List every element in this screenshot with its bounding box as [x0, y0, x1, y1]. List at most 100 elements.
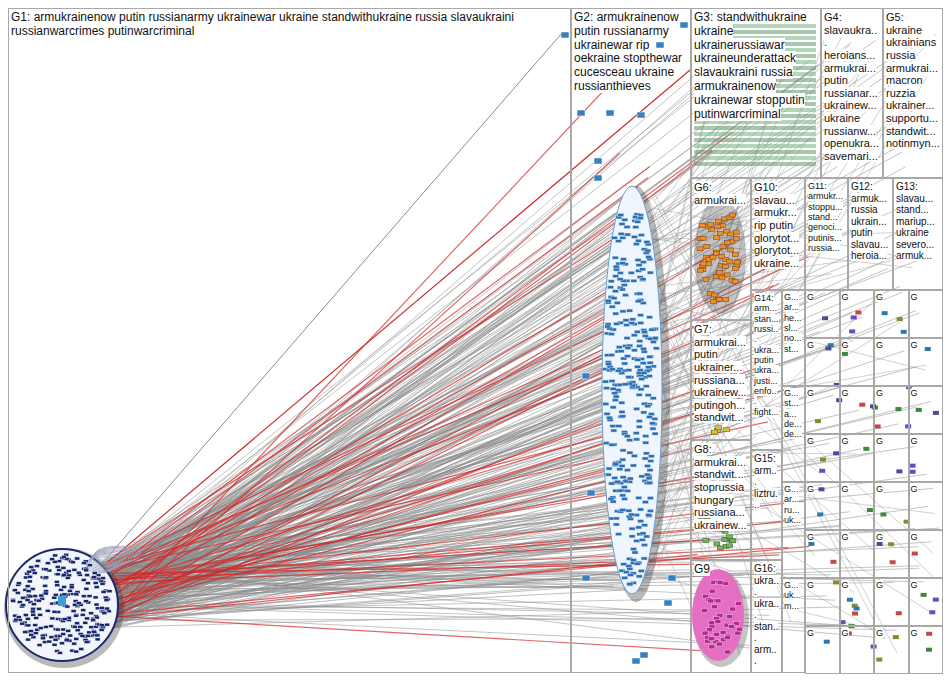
- vertex: [847, 598, 853, 602]
- vertex: [702, 631, 708, 635]
- group-label: G: [842, 580, 849, 590]
- vertex: [723, 265, 729, 269]
- edge-line: [113, 212, 831, 588]
- vertex: [67, 589, 72, 592]
- vertex: [105, 623, 110, 626]
- vertex: [38, 613, 43, 616]
- group-label: G... uk... m...: [784, 580, 801, 611]
- vertex: [643, 385, 649, 388]
- vertex: [719, 276, 725, 280]
- group-box: G: [874, 434, 909, 482]
- vertex: [640, 347, 646, 350]
- vertex: [650, 340, 656, 343]
- vertex: [52, 596, 57, 599]
- edge-line: [113, 263, 776, 612]
- vertex: [66, 570, 71, 573]
- vertex: [70, 561, 75, 564]
- vertex: [647, 509, 653, 512]
- group-box: G: [840, 578, 875, 626]
- edge-line: [113, 616, 700, 651]
- vertex: [72, 625, 77, 628]
- edge-line: [108, 70, 690, 562]
- vertex: [619, 401, 625, 404]
- vertex: [618, 232, 624, 235]
- vertex: [645, 366, 651, 369]
- vertex: [26, 624, 31, 627]
- vertex: [610, 425, 616, 428]
- vertex: [101, 590, 106, 593]
- vertex: [653, 347, 659, 350]
- vertex: [633, 243, 639, 246]
- vertex: [613, 395, 619, 398]
- vertex: [617, 489, 623, 492]
- vertex: [104, 599, 109, 602]
- vertex: [609, 380, 615, 383]
- vertex: [602, 380, 608, 383]
- vertex: [647, 361, 653, 364]
- vertex: [627, 567, 633, 570]
- vertex: [69, 586, 74, 589]
- vertex: [603, 442, 609, 445]
- vertex: [724, 428, 730, 432]
- vertex: [612, 256, 618, 259]
- vertex: [102, 612, 107, 615]
- vertex: [641, 350, 647, 353]
- vertex: [26, 638, 31, 641]
- group-box: G10: slavau... armukr... rip putin glory…: [751, 178, 805, 290]
- vertex: [646, 477, 652, 480]
- vertex: [632, 551, 638, 554]
- vertex: [622, 576, 628, 579]
- vertex: [716, 297, 722, 301]
- vertex: [726, 259, 732, 263]
- vertex: [104, 607, 109, 610]
- vertex: [79, 647, 84, 650]
- vertex: [700, 262, 706, 266]
- vertex: [694, 132, 816, 136]
- vertex: [606, 363, 612, 366]
- edge-line: [101, 152, 902, 584]
- edge-line: [101, 317, 862, 605]
- vertex: [716, 426, 722, 430]
- group-box: G5: ukraine ukrainians russia armukrai..…: [883, 8, 943, 178]
- vertex: [28, 595, 33, 598]
- vertex: [627, 583, 633, 586]
- vertex: [625, 347, 631, 350]
- vertex: [644, 473, 650, 476]
- vertex: [622, 383, 628, 386]
- group-box: G: [874, 530, 909, 578]
- vertex: [627, 451, 633, 454]
- vertex: [33, 595, 38, 598]
- vertex: [638, 388, 644, 391]
- vertex: [617, 278, 623, 281]
- vertex: [619, 222, 625, 225]
- vertex: [635, 365, 641, 368]
- vertex: [815, 419, 821, 423]
- vertex: [647, 316, 653, 319]
- vertex: [694, 150, 816, 154]
- group-box: G: [840, 386, 875, 434]
- group-box: G6: armukrai...: [691, 178, 751, 320]
- vertex: [650, 397, 656, 400]
- group-label: G... ar... he... sl... no... st...: [784, 292, 802, 354]
- group-box: G: [909, 434, 944, 482]
- edge-line: [108, 285, 647, 589]
- edge-line: [103, 167, 837, 626]
- vertex: [729, 213, 735, 217]
- vertex: [632, 658, 640, 664]
- vertex: [643, 452, 649, 455]
- group-label: G: [842, 340, 849, 350]
- vertex: [723, 298, 729, 302]
- vertex: [23, 614, 28, 617]
- vertex: [620, 449, 626, 452]
- group-box: G: [805, 338, 840, 386]
- group-label: G: [807, 628, 814, 638]
- vertex: [648, 455, 654, 458]
- vertex: [81, 595, 86, 598]
- vertex: [639, 475, 645, 478]
- vertex: [626, 369, 632, 372]
- vertex: [720, 245, 726, 249]
- edge-line: [100, 233, 623, 567]
- vertex: [57, 651, 62, 654]
- group-label: G: [842, 388, 849, 398]
- vertex: [636, 420, 642, 423]
